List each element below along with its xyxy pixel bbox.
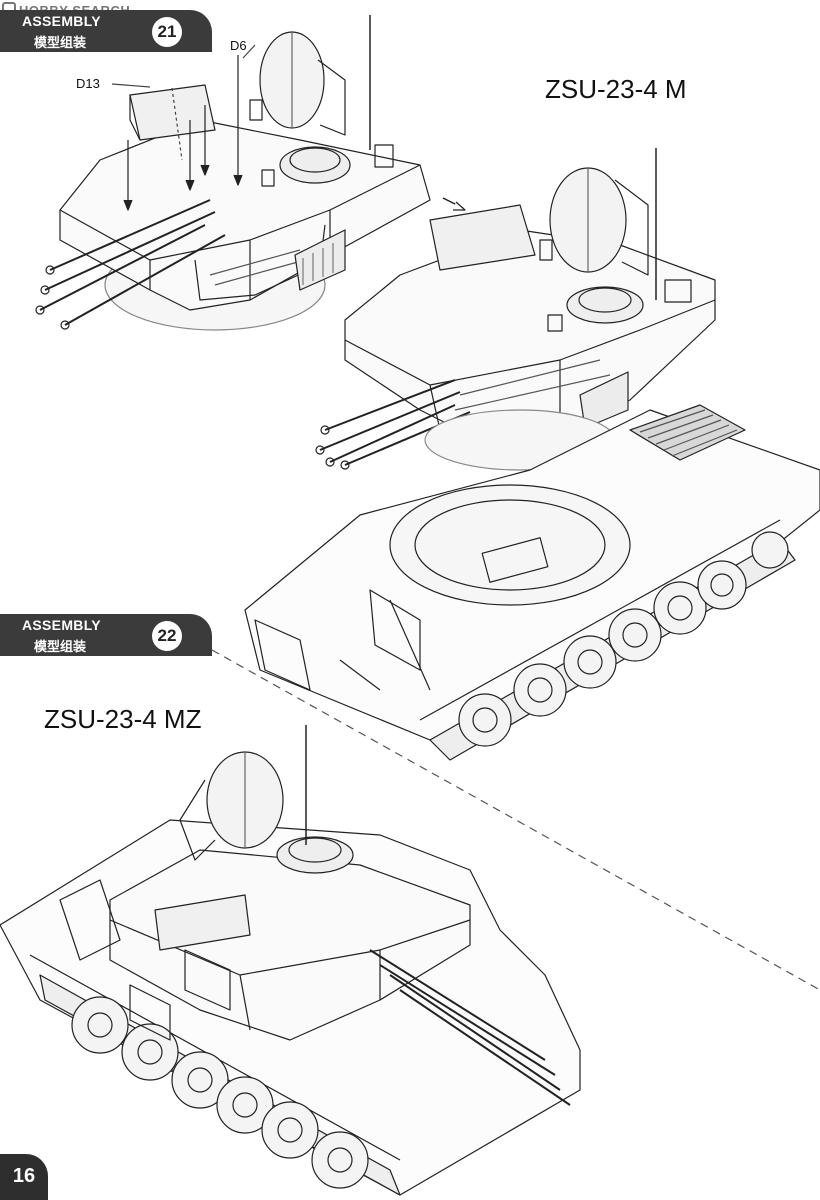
part-label-d6: D6 (230, 38, 247, 53)
step-label-en: ASSEMBLY (22, 13, 101, 29)
step-22-banner: ASSEMBLY 模型组装 22 (0, 614, 212, 656)
complete-vehicle-drawing (0, 725, 581, 1196)
step-number-badge: 22 (152, 621, 182, 651)
part-label-d13: D13 (76, 76, 100, 91)
model-title-m: ZSU-23-4 M (545, 74, 687, 104)
step-number-badge: 21 (152, 17, 182, 47)
step-21-banner: ASSEMBLY 模型组装 21 (0, 10, 212, 52)
step-label-cn: 模型组装 (34, 36, 87, 51)
turret-exploded-drawing (35, 15, 431, 331)
step-label-en: ASSEMBLY (22, 617, 101, 633)
step-label-cn: 模型组装 (34, 640, 87, 655)
hull-drawing (244, 404, 820, 761)
page-number: 16 (0, 1154, 48, 1200)
model-title-mz: ZSU-23-4 MZ (44, 704, 202, 734)
turret-assembled-drawing (315, 148, 716, 471)
